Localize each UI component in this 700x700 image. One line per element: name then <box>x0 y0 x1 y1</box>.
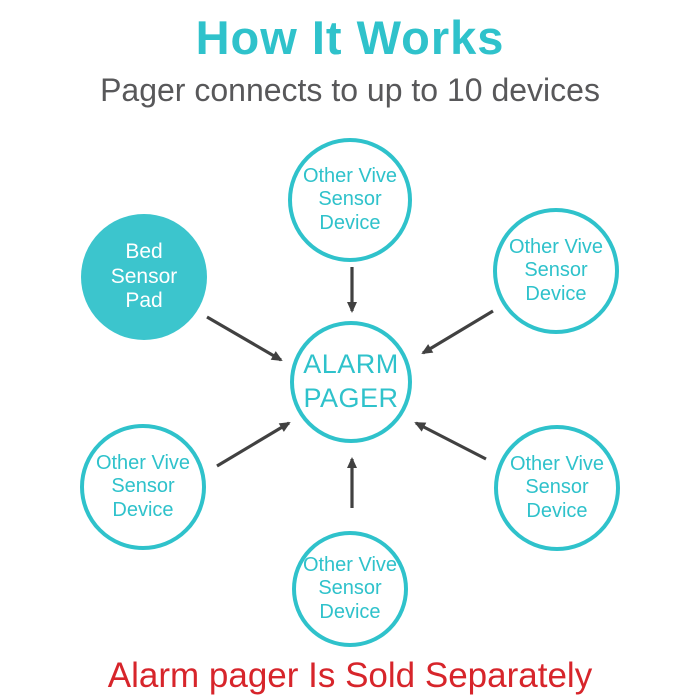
node-label-line: Device <box>112 498 174 521</box>
node-label-line: Sensor <box>110 264 178 288</box>
page-subtitle: Pager connects to up to 10 devices <box>100 72 600 108</box>
node-label-line: Bed <box>125 239 163 263</box>
page-title: How It Works <box>195 11 505 64</box>
node-label-line: Sensor <box>524 259 588 282</box>
node-label-line: Device <box>526 499 588 522</box>
sold-separately-note: Alarm pager Is Sold Separately <box>107 656 593 695</box>
node-alarm-pager: ALARM PAGER <box>290 321 412 443</box>
node-label-line: Device <box>319 600 381 623</box>
node-sensor-top: Other Vive Sensor Device <box>288 138 412 262</box>
node-label-line: Other Vive <box>508 235 604 258</box>
node-label-line: Sensor <box>525 476 589 499</box>
node-label-line: Device <box>525 282 587 305</box>
node-label-line: Other Vive <box>302 164 398 187</box>
node-sensor-bottom-right: Other Vive Sensor Device <box>494 425 620 551</box>
node-label-line: Other Vive <box>95 451 191 474</box>
node-bed-sensor-pad: Bed Sensor Pad <box>81 214 207 340</box>
arrow-topright-to-center <box>421 309 494 355</box>
node-label-line: Device <box>319 211 381 234</box>
node-label-line: Other Vive <box>509 452 605 475</box>
arrow-bottomright-to-center <box>414 421 487 461</box>
node-label-line: Sensor <box>318 188 382 211</box>
hub-label-line: PAGER <box>303 383 399 413</box>
node-label-line: Pad <box>125 289 163 313</box>
hub-label-line: ALARM <box>303 349 399 380</box>
node-label-line: Sensor <box>111 475 175 498</box>
arrow-bottomleft-to-center <box>216 421 291 468</box>
node-sensor-top-right: Other Vive Sensor Device <box>493 208 619 334</box>
node-label-line: Sensor <box>318 577 382 600</box>
arrow-bed-to-center <box>206 315 283 362</box>
node-label-line: Other Vive <box>302 553 398 576</box>
node-sensor-bottom-left: Other Vive Sensor Device <box>80 424 206 550</box>
node-sensor-bottom-center: Other Vive Sensor Device <box>292 531 408 647</box>
